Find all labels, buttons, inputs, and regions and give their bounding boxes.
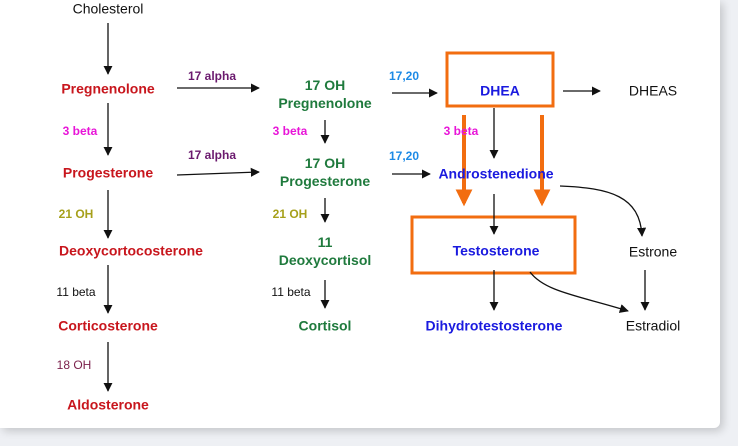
enzyme-17-20-mid: 17,20 (388, 149, 420, 163)
enzyme-3-beta-right: 3 beta (443, 124, 479, 138)
enzyme-21-oh-mid: 21 OH (272, 207, 308, 221)
arrow-progesterone-17oh-progesterone (176, 167, 260, 177)
node-11-deoxycortisol-line2: Deoxycortisol (278, 252, 372, 268)
enzyme-11-beta-mid: 11 beta (271, 285, 311, 299)
node-17oh-pregnenolone-line1: 17 OH (304, 77, 346, 93)
enzyme-21-oh-left: 21 OH (58, 207, 94, 221)
node-17oh-pregnenolone-line2: Pregnenolone (278, 95, 372, 111)
node-testosterone: Testosterone (452, 242, 540, 259)
node-progesterone: Progesterone (62, 164, 154, 181)
enzyme-17-20-top: 17,20 (388, 69, 420, 83)
enzyme-17-alpha-top: 17 alpha (187, 69, 237, 83)
diagram-card (0, 0, 720, 428)
node-11-deoxycortisol-line1: 11 (317, 234, 333, 250)
enzyme-3-beta-left: 3 beta (62, 124, 98, 138)
node-cortisol: Cortisol (298, 317, 352, 334)
node-17oh-progesterone: 17 OH Progesterone (280, 154, 370, 190)
node-cholesterol: Cholesterol (72, 0, 144, 17)
node-deoxycorticosterone: Deoxycortocosterone (59, 242, 203, 259)
node-17oh-progesterone-line2: Progesterone (279, 173, 371, 189)
node-dihydrotestosterone: Dihydrotestosterone (425, 317, 563, 334)
node-17oh-progesterone-line1: 17 OH (304, 155, 346, 171)
node-dheas: DHEAS (628, 82, 678, 99)
enzyme-18-oh: 18 OH (56, 358, 92, 372)
enzyme-17-alpha-mid: 17 alpha (187, 148, 237, 162)
enzyme-3-beta-mid: 3 beta (272, 124, 308, 138)
arrow-testosterone-estradiol (529, 271, 629, 313)
node-pregnenolone: Pregnenolone (61, 80, 155, 97)
node-aldosterone: Aldosterone (67, 396, 149, 413)
node-dhea: DHEA (480, 82, 520, 99)
node-estradiol: Estradiol (625, 317, 681, 334)
node-androstenedione: Androstenedione (438, 165, 554, 182)
node-estrone: Estrone (628, 243, 678, 260)
node-11-deoxycortisol: 11 Deoxycortisol (279, 233, 372, 269)
enzyme-11-beta-left: 11 beta (56, 285, 96, 299)
node-17oh-pregnenolone: 17 OH Pregnenolone (278, 76, 371, 112)
dhea-highlight-box (445, 51, 555, 108)
arrow-androstenedione-estrone (559, 185, 647, 237)
node-corticosterone: Corticosterone (58, 317, 158, 334)
